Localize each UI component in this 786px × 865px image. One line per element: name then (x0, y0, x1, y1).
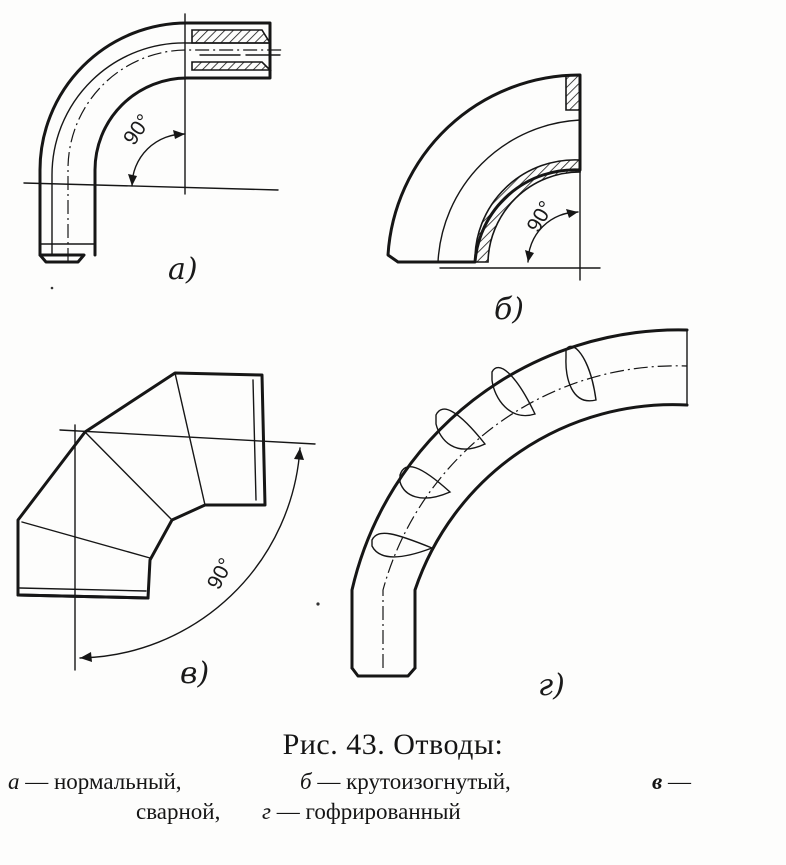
elbow-v-seam-3 (174, 372, 206, 506)
elbow-a-section-bottom (191, 61, 272, 71)
elbow-a-inner-wall (51, 42, 271, 256)
caption-item-a: а — нормальный, (8, 769, 182, 794)
elbow-a-arrowhead-2 (173, 130, 185, 139)
caption-letter: г (262, 799, 271, 824)
elbow-b-inner-wall (437, 119, 581, 263)
elbow-tight (386, 73, 601, 281)
panel-label-a: a) (168, 252, 198, 287)
panel-label-b: б) (494, 292, 525, 327)
elbow-v-arrowhead-2 (80, 652, 92, 662)
fold-5 (565, 345, 597, 402)
corrugation-folds (371, 345, 597, 558)
elbow-a-outline (38, 21, 272, 257)
elbow-v-angle-arc (79, 447, 301, 659)
elbow-b-arrowhead-1 (525, 250, 534, 262)
caption-item-b: б — крутоизогнутый, (300, 769, 511, 794)
caption-item-g: г — гофрированный (262, 799, 461, 824)
elbow-v-outline (16, 371, 267, 600)
elbow-v-axis-horizontal (59, 429, 316, 445)
figure-caption-title: Рис. 43. Отводы: (282, 728, 504, 761)
elbow-g-outline-inner (413, 403, 689, 670)
caption-text: гофрированный (305, 799, 461, 824)
caption-letter: в (652, 769, 663, 794)
elbow-g-end-bevel (350, 666, 417, 678)
caption-text: сварной, (136, 799, 221, 824)
scan-dot (50, 286, 54, 290)
elbow-b-section-inner (474, 159, 581, 263)
elbow-a-arrowhead-1 (128, 174, 137, 186)
panel-label-g: г) (538, 668, 565, 703)
elbow-a-end-bevel (38, 253, 86, 264)
scan-dot (316, 602, 320, 606)
elbow-normal (23, 13, 282, 264)
fold-2 (399, 466, 452, 499)
elbow-a-section-top (191, 29, 272, 44)
elbow-welded (16, 371, 316, 671)
caption-letter: а (8, 769, 20, 794)
fold-3 (435, 408, 487, 450)
fold-4 (491, 366, 536, 417)
elbow-v-end-line (19, 587, 147, 592)
elbow-g-centerline (382, 365, 688, 668)
elbow-b-section-top (565, 74, 581, 111)
elbow-g-outline-outer (350, 328, 689, 670)
elbow-v-seam-2 (84, 431, 173, 521)
elbow-b-arrowhead-2 (566, 209, 578, 218)
caption-text: крутоизогнутый, (346, 769, 511, 794)
caption-letter: б (300, 769, 312, 794)
elbow-v-bottom-edge (16, 593, 150, 600)
elbow-a-axis-horizontal (23, 182, 279, 191)
elbow-a-centerline (67, 49, 282, 262)
panel-label-v: в) (180, 656, 210, 691)
caption-item-v-cont: сварной, (136, 799, 220, 825)
elbow-v-seam-1 (21, 521, 151, 559)
caption-text: нормальный, (54, 769, 182, 794)
caption-item-v: в — (652, 769, 692, 794)
fold-1 (371, 532, 434, 558)
elbow-corrugated (350, 328, 689, 678)
elbow-v-arrowhead-1 (294, 448, 304, 460)
